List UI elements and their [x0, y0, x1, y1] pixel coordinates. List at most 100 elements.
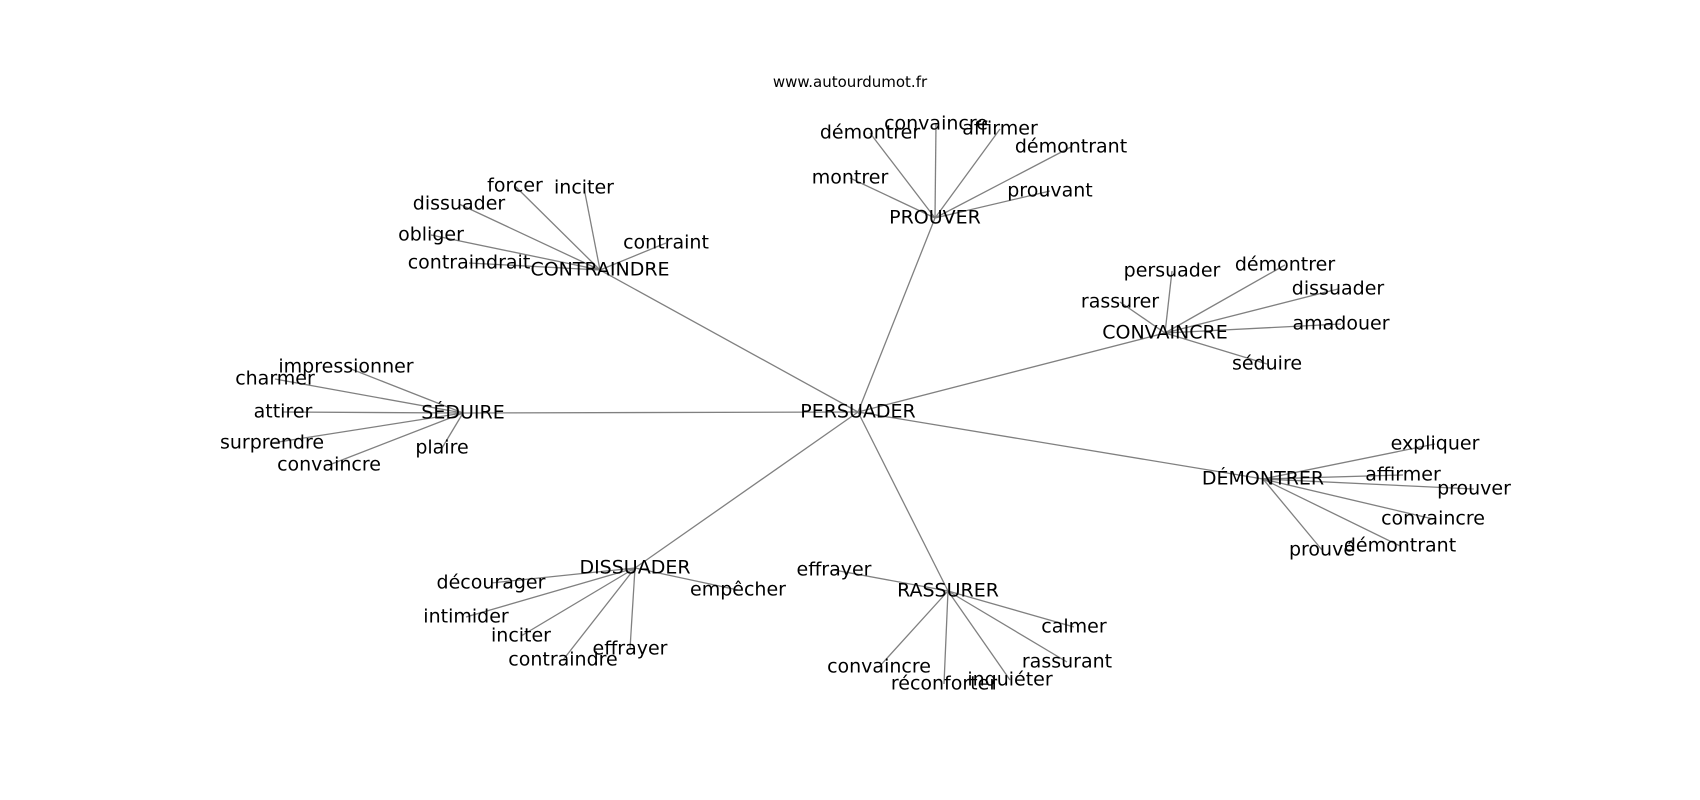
word-node[interactable]: séduire — [1231, 352, 1303, 375]
edge-hub-word — [468, 262, 601, 271]
hub-node[interactable]: SÉDUIRE — [421, 401, 505, 424]
edge-hub-word — [1164, 264, 1286, 334]
edge-hub-word — [490, 567, 636, 584]
hub-node[interactable]: CONTRAINDRE — [530, 258, 670, 281]
edge-hub-word — [1262, 474, 1404, 480]
edge-hub-word — [1164, 270, 1173, 334]
edge-hub-word — [934, 128, 1001, 219]
word-node[interactable]: intimider — [423, 605, 509, 628]
edge-hub-word — [274, 378, 464, 414]
edge-hub-word — [1262, 478, 1434, 520]
word-node[interactable]: réconforter — [890, 672, 998, 695]
edge-center-hub — [634, 411, 859, 569]
word-node[interactable]: charmer — [235, 367, 315, 390]
edge-hub-word — [1262, 478, 1323, 551]
edge-center-hub — [857, 332, 1166, 413]
hub-node[interactable]: DISSUADER — [579, 556, 691, 579]
word-node[interactable]: décourager — [436, 571, 546, 594]
edge-center-hub — [462, 411, 859, 414]
word-node[interactable]: empêcher — [690, 578, 786, 601]
word-node[interactable]: démontrant — [1014, 135, 1128, 158]
edge-hub-word — [282, 411, 464, 414]
edge-hub-word — [599, 242, 667, 271]
edge-hub-word — [562, 567, 636, 661]
edge-hub-word — [271, 412, 464, 444]
edge-hub-word — [1164, 332, 1268, 365]
word-node[interactable]: convaincre — [827, 655, 931, 678]
word-node[interactable]: contraint — [623, 231, 709, 254]
word-node[interactable]: montrer — [811, 166, 889, 189]
word-node[interactable]: plaire — [415, 436, 469, 459]
edge-hub-word — [583, 187, 601, 271]
edge-hub-word — [934, 146, 1072, 219]
edge-hub-word — [458, 203, 601, 271]
edge-hub-word — [441, 412, 464, 449]
edge-hub-word — [1262, 443, 1436, 480]
edge-hub-word — [934, 190, 1051, 219]
hub-node[interactable]: DÉMONTRER — [1201, 467, 1325, 490]
edge-hub-word — [1164, 323, 1342, 334]
edge-hub-word — [345, 366, 464, 414]
edge-center-hub — [599, 269, 859, 413]
edge-hub-word — [514, 185, 601, 271]
edge-center-hub — [857, 217, 936, 413]
word-node[interactable]: dissuader — [412, 192, 506, 215]
word-node[interactable]: convaincre — [884, 112, 988, 135]
word-node[interactable]: inquiéter — [967, 668, 1053, 691]
word-node[interactable]: prouvant — [1007, 179, 1093, 202]
word-node[interactable]: affirmer — [1365, 463, 1441, 486]
edge-hub-word — [833, 569, 949, 592]
word-node[interactable]: inciter — [491, 624, 551, 647]
word-node[interactable]: prouver — [1437, 477, 1511, 500]
edge-center-hub — [857, 411, 1264, 480]
edge-hub-word — [634, 567, 739, 591]
word-node[interactable]: forcer — [487, 174, 543, 197]
word-node[interactable]: dissuader — [1291, 277, 1385, 300]
edge-hub-word — [520, 567, 636, 637]
edge-hub-word — [1262, 478, 1475, 490]
word-node[interactable]: convaincre — [1381, 507, 1485, 530]
word-node[interactable]: effrayer — [796, 558, 872, 581]
edge-hub-word — [430, 234, 601, 271]
word-node[interactable]: démontrer — [1234, 253, 1336, 276]
word-node[interactable]: affirmer — [962, 117, 1038, 140]
word-node[interactable]: contraindrait — [407, 251, 531, 274]
word-node[interactable]: surprendre — [219, 431, 325, 454]
word-node[interactable]: contraindre — [508, 648, 618, 671]
edge-hub-word — [943, 590, 949, 685]
edge-hub-word — [1119, 301, 1166, 334]
edge-center-hub — [857, 411, 949, 592]
word-node[interactable]: calmer — [1041, 615, 1107, 638]
edge-hub-word — [947, 590, 1011, 681]
word-node[interactable]: expliquer — [1390, 432, 1480, 455]
word-node[interactable]: inciter — [554, 176, 614, 199]
hub-node[interactable]: RASSURER — [897, 579, 999, 602]
edge-hub-word — [878, 590, 949, 668]
edge-hub-word — [328, 412, 464, 466]
word-node[interactable]: convaincre — [277, 453, 381, 476]
edge-hub-word — [947, 590, 1075, 628]
word-node[interactable]: rassurer — [1080, 290, 1160, 313]
word-node[interactable]: amadouer — [1292, 312, 1390, 335]
word-node[interactable]: attirer — [253, 400, 313, 423]
site-watermark: www.autourdumot.fr — [772, 73, 928, 91]
word-node[interactable]: rassurant — [1021, 650, 1113, 673]
word-node[interactable]: obliger — [398, 223, 464, 246]
hub-node[interactable]: CONVAINCRE — [1102, 321, 1228, 344]
word-node[interactable]: démontrant — [1343, 534, 1457, 557]
edge-hub-word — [465, 567, 636, 618]
hub-node[interactable]: PROUVER — [889, 206, 981, 229]
edge-hub-word — [947, 590, 1068, 663]
edge-hub-word — [849, 177, 936, 219]
edge-hub-word — [869, 132, 936, 219]
word-node[interactable]: prouvé — [1288, 538, 1356, 561]
word-node[interactable]: effrayer — [592, 637, 668, 660]
center-node[interactable]: PERSUADER — [800, 400, 916, 423]
edge-hub-word — [629, 567, 636, 650]
word-node[interactable]: persuader — [1123, 259, 1221, 282]
word-node[interactable]: impressionner — [278, 355, 414, 378]
word-node[interactable]: démontrer — [819, 121, 921, 144]
edge-hub-word — [934, 123, 937, 219]
